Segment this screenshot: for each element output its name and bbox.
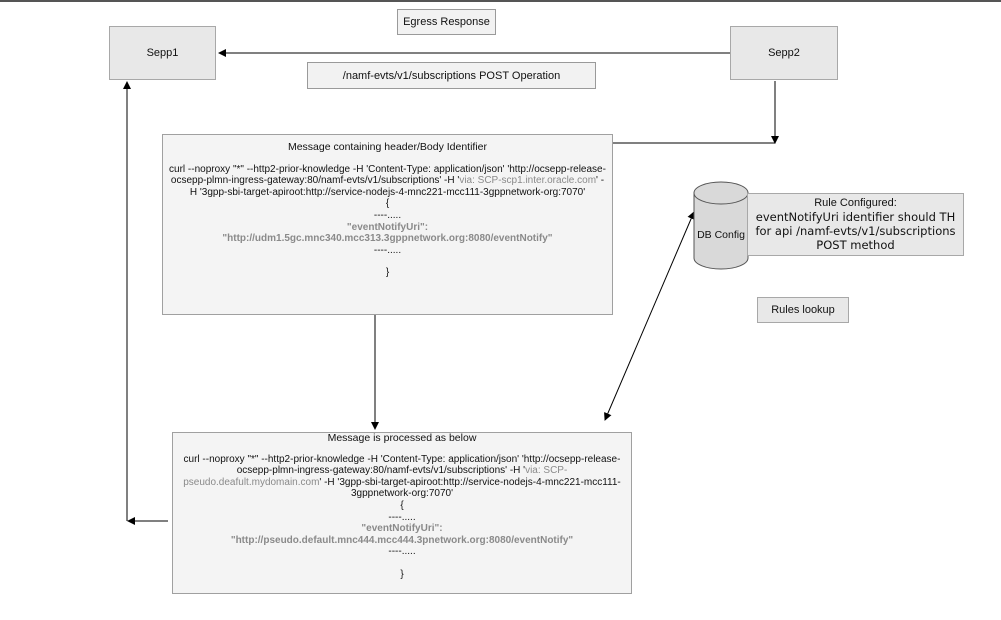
message-identifier-box: Message containing header/Body Identifie… [162, 134, 613, 315]
message-out-dots-2: ----..... [388, 546, 416, 558]
db-cylinder [693, 181, 749, 270]
db-config-label: DB Config [697, 229, 745, 241]
message-in-open-brace: { [385, 198, 390, 210]
message-out-value: "http://pseudo.default.mnc444.mcc444.3pn… [230, 534, 574, 546]
rule-configured-box: Rule Configured: eventNotifyUri identifi… [747, 193, 964, 256]
message-out-key: "eventNotifyUri": [361, 523, 443, 535]
sepp1-node: Sepp1 [109, 26, 216, 80]
operation-label: /namf-evts/v1/subscriptions POST Operati… [307, 62, 596, 89]
message-in-key: "eventNotifyUri": [346, 221, 429, 233]
rules-lookup-label: Rules lookup [757, 297, 849, 323]
sepp2-node: Sepp2 [730, 26, 838, 80]
rule-text: eventNotifyUri identifier should TH for … [755, 210, 956, 252]
arrow-db-lookup [604, 211, 695, 421]
message-in-close-brace: } [385, 267, 390, 279]
message-in-dots-1: ----..... [373, 209, 402, 221]
top-border [0, 0, 1001, 2]
message-in-value: "http://udm1.5gc.mnc340.mcc313.3gppnetwo… [222, 233, 553, 245]
egress-response-label: Egress Response [397, 9, 496, 35]
message-in-title: Message containing header/Body Identifie… [287, 141, 488, 153]
arrow-sepp2-to-message [613, 81, 776, 144]
message-out-dots-1: ----..... [388, 511, 416, 523]
message-processed-box: Message is processed as below curl --nop… [172, 432, 632, 594]
rule-title: Rule Configured: [814, 197, 897, 209]
message-in-dots-2: ----..... [373, 244, 402, 256]
message-out-title: Message is processed as below [327, 432, 477, 444]
message-out-close-brace: } [400, 568, 404, 580]
message-in-curl: curl --noproxy "*" --http2-prior-knowled… [169, 163, 606, 198]
message-out-curl: curl --noproxy "*" --http2-prior-knowled… [183, 453, 621, 500]
message-out-open-brace: { [400, 499, 404, 511]
